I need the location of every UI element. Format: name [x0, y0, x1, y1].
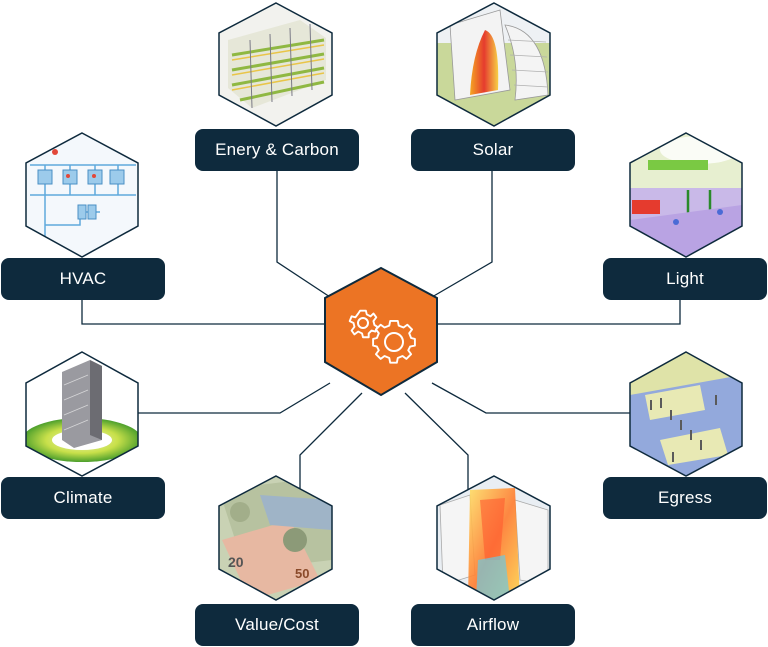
banknotes-image: 20 50 — [218, 475, 333, 601]
interior-light-render-image — [629, 132, 743, 258]
hvac-schematic-image — [25, 132, 139, 258]
gears-icon — [348, 309, 416, 364]
label-solar[interactable]: Solar — [411, 129, 575, 171]
label-value-cost-text: Value/Cost — [235, 615, 319, 634]
connector-egress — [431, 382, 630, 414]
connector-value-cost — [299, 392, 363, 510]
svg-text:50: 50 — [295, 566, 309, 581]
connector-solar — [431, 170, 493, 298]
connector-climate — [138, 382, 331, 414]
svg-text:20: 20 — [228, 554, 244, 570]
label-egress-text: Egress — [657, 488, 713, 507]
label-climate-text: Climate — [53, 488, 113, 507]
solar-analysis-model-image — [436, 2, 551, 127]
label-value-cost[interactable]: Value/Cost — [195, 604, 359, 646]
connector-hvac — [81, 298, 327, 325]
center-hub — [324, 266, 438, 397]
label-energy-carbon[interactable]: Enery & Carbon — [195, 129, 359, 171]
label-egress[interactable]: Egress — [603, 477, 767, 519]
label-hvac-text: HVAC — [59, 269, 107, 288]
label-airflow[interactable]: Airflow — [411, 604, 575, 646]
label-light-text: Light — [666, 269, 704, 288]
tower-wind-rose-image — [25, 351, 139, 477]
label-airflow-text: Airflow — [466, 615, 520, 634]
label-climate[interactable]: Climate — [1, 477, 165, 519]
connector-light — [436, 298, 681, 325]
label-solar-text: Solar — [472, 140, 514, 159]
connector-energy-carbon — [276, 170, 331, 298]
energy-building-model-image — [218, 2, 333, 127]
label-energy-carbon-text: Enery & Carbon — [215, 140, 339, 159]
crowd-egress-simulation-image — [629, 351, 743, 477]
label-hvac[interactable]: HVAC — [1, 258, 165, 300]
airflow-simulation-image — [436, 475, 551, 601]
label-light[interactable]: Light — [603, 258, 767, 300]
connector-airflow — [404, 392, 469, 510]
